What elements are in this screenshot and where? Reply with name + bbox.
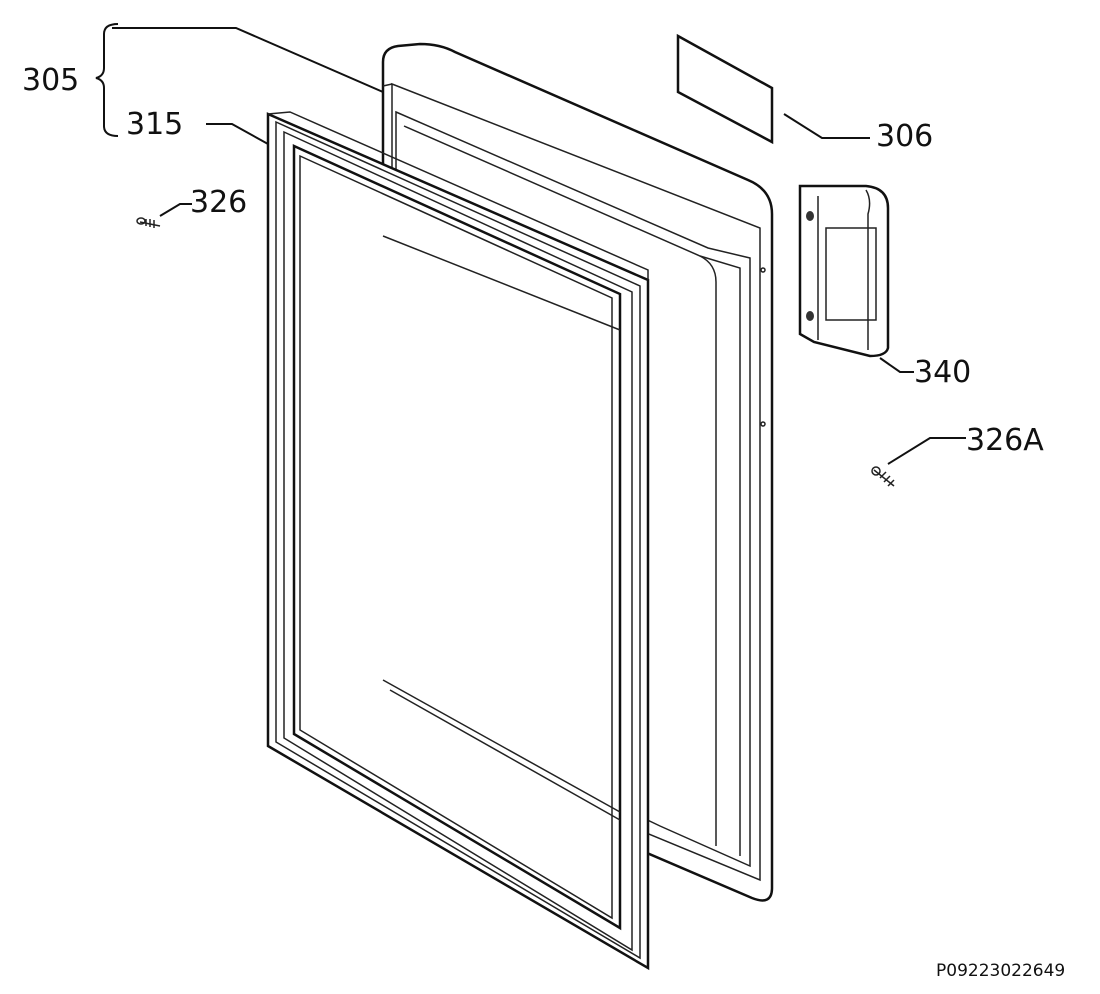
door-liner-opening: [382, 235, 621, 821]
label-306: 306: [876, 119, 933, 154]
leader-326: [159, 203, 192, 217]
label-305: 305: [22, 63, 79, 98]
label-315: 315: [126, 107, 183, 142]
leader-326A: [887, 437, 966, 465]
door-handle: [798, 184, 890, 358]
leader-315: [206, 123, 269, 145]
screw-left: [136, 217, 161, 228]
label-326a: 326A: [966, 423, 1044, 458]
label-340: 340: [914, 355, 971, 390]
leader-305: [112, 27, 384, 93]
screw-right: [871, 466, 895, 487]
leader-lines: [112, 27, 966, 465]
drawing-code: P09223022649: [936, 961, 1065, 981]
leader-340: [879, 357, 914, 373]
door-gasket: [266, 111, 650, 971]
label-326: 326: [190, 185, 247, 220]
assembly-bracket: [95, 23, 119, 137]
leader-306: [783, 113, 870, 139]
label-plate: [676, 33, 774, 145]
